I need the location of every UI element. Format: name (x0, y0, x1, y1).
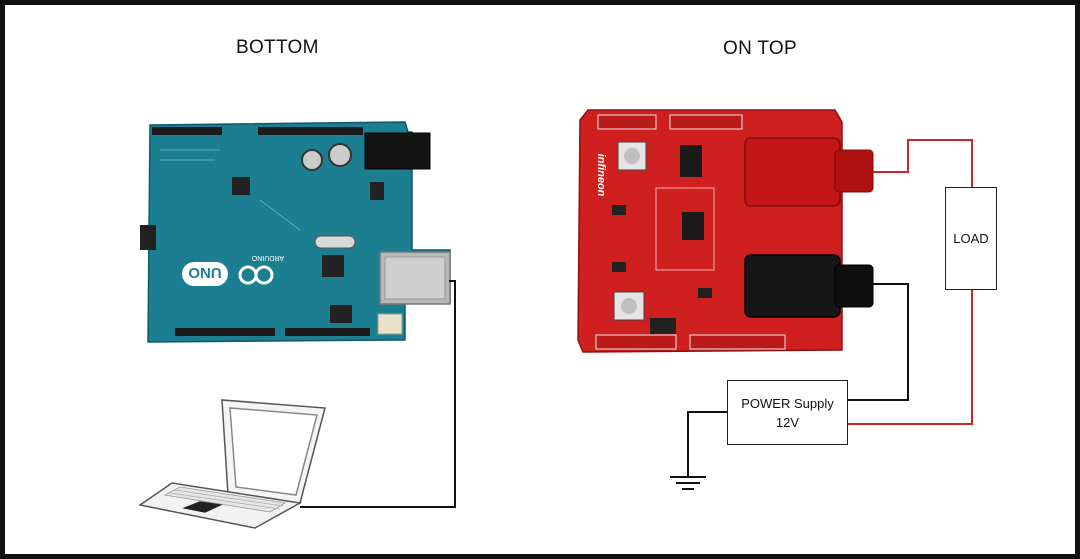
load-label: LOAD (953, 231, 989, 246)
red-wire-to-load (873, 139, 973, 187)
power-supply-voltage: 12V (775, 414, 800, 430)
ground-wire (687, 411, 727, 477)
bottom-title: BOTTOM (236, 37, 319, 58)
laptop-icon (138, 399, 326, 529)
arduino-logo-text: ARDUINO (251, 254, 284, 261)
infineon-shield-board: infineon (577, 109, 874, 353)
ground-symbol-icon (670, 476, 706, 490)
red-wire-load-to-psu (848, 290, 973, 425)
infineon-logo-text: infineon (595, 154, 607, 197)
power-supply-box: POWER Supply 12V (727, 380, 848, 445)
red-terminal (744, 137, 841, 207)
black-wire-terminal-to-psu (848, 283, 909, 401)
on-top-title: ON TOP (723, 38, 797, 59)
usb-cable-wire (300, 280, 456, 508)
load-box: LOAD (945, 187, 997, 290)
arduino-uno-board: UNO ARDUINO (140, 121, 451, 343)
power-supply-label: POWER Supply (741, 395, 834, 411)
uno-logo-text: UNO (188, 264, 222, 281)
black-terminal (744, 254, 841, 318)
